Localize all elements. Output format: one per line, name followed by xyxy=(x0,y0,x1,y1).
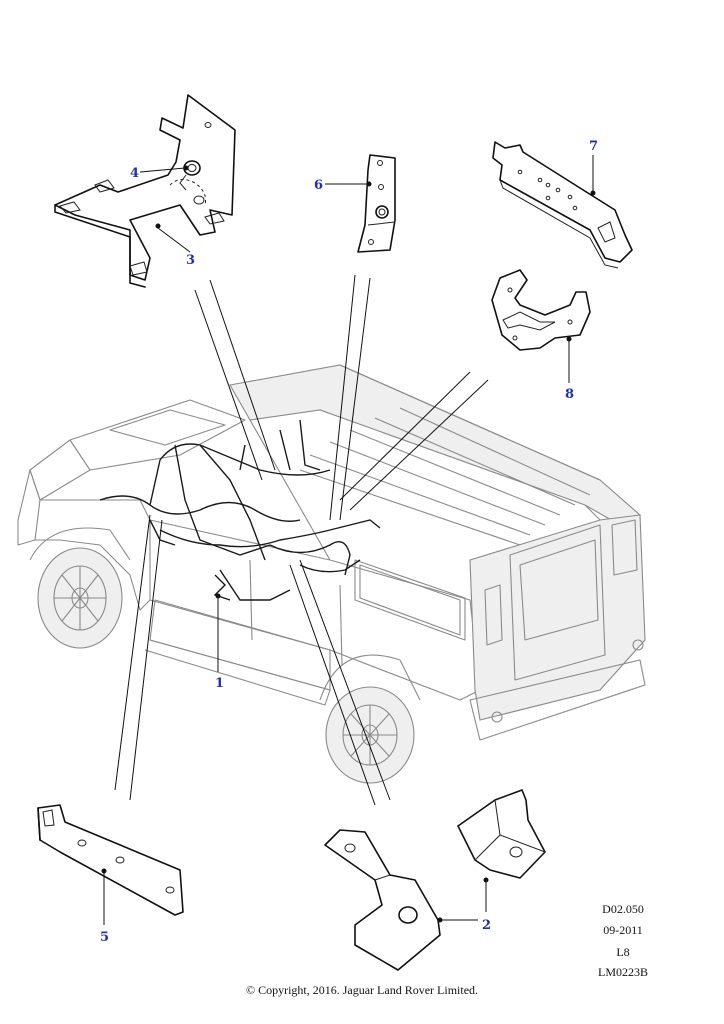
callout-5: 5 xyxy=(100,930,109,945)
vehicle-outline xyxy=(17,364,646,784)
part-5-bracket xyxy=(37,804,184,916)
reference-code: D02.050 xyxy=(602,902,644,916)
callout-leaders xyxy=(101,155,596,925)
callout-3: 3 xyxy=(186,253,195,268)
callout-4: 4 xyxy=(130,166,139,181)
part-8-bracket xyxy=(491,269,591,351)
callout-2: 2 xyxy=(482,918,491,933)
part-7-bracket xyxy=(492,141,633,269)
wiring-harness xyxy=(99,419,381,601)
reference-level: L8 xyxy=(616,945,630,959)
part-6-bracket xyxy=(357,154,396,253)
part-2-bracket-right xyxy=(457,789,546,879)
callout-6: 6 xyxy=(314,178,323,193)
pointer-lines xyxy=(114,274,489,806)
part-4-nut xyxy=(179,160,201,191)
reference-date: 09-2011 xyxy=(603,923,643,937)
callout-8: 8 xyxy=(565,387,574,402)
callout-7: 7 xyxy=(589,139,598,154)
callout-1: 1 xyxy=(215,676,224,691)
part-3-bracket xyxy=(54,94,236,288)
reference-image-id: LM0223B xyxy=(597,965,648,979)
part-2-bracket-left xyxy=(324,829,441,971)
copyright-notice: © Copyright, 2016. Jaguar Land Rover Lim… xyxy=(245,983,479,997)
